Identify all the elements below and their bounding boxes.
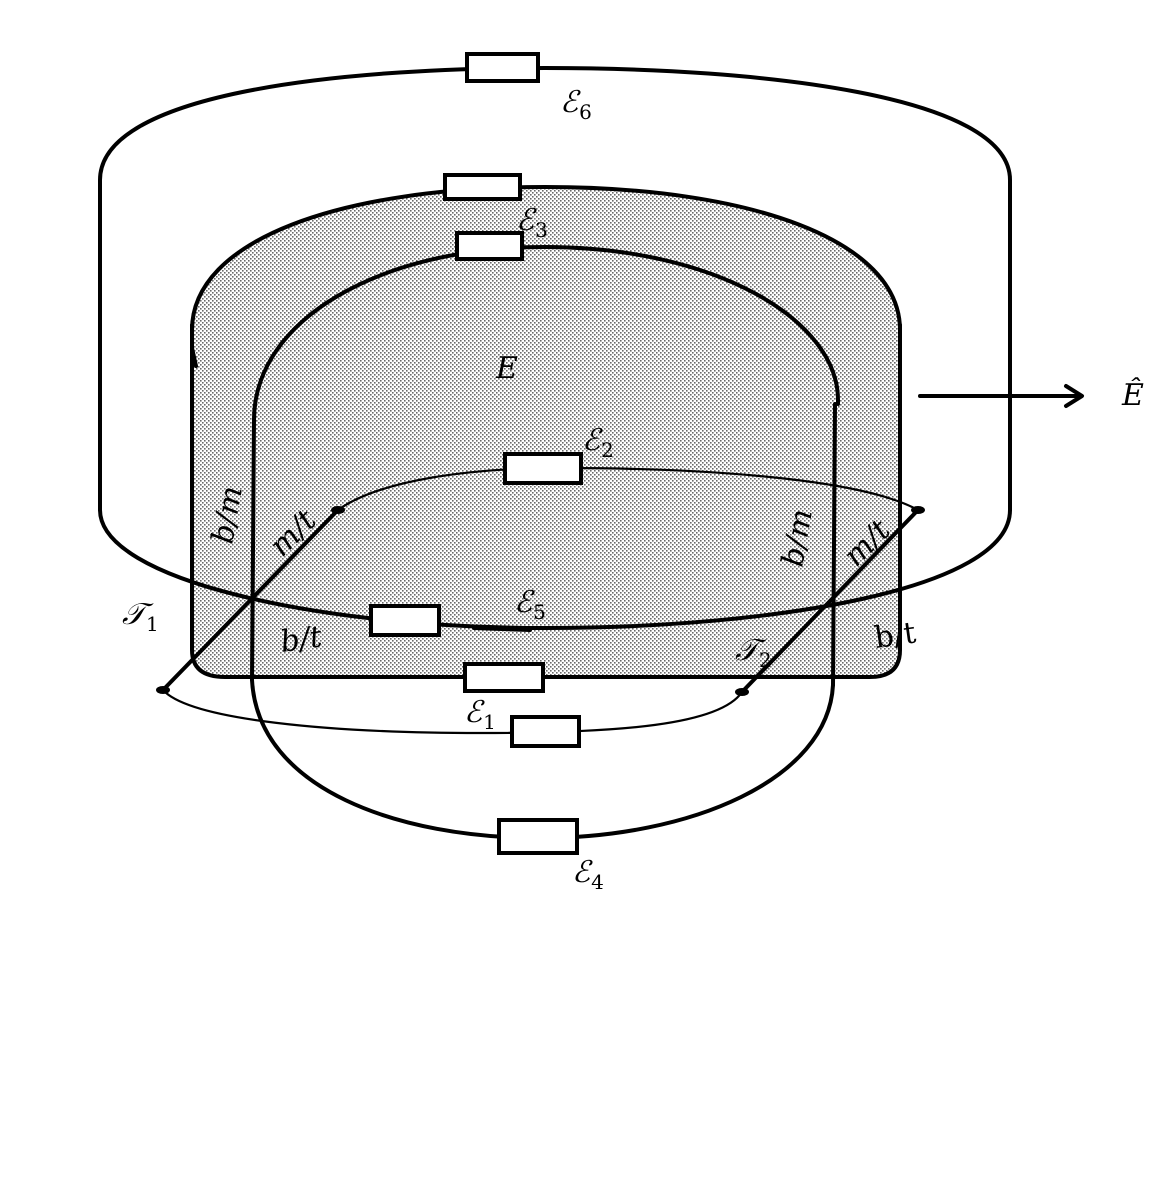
label-t1: 𝒯1 xyxy=(122,597,159,636)
shaded-region-e xyxy=(192,187,900,677)
box-e3-outer xyxy=(443,173,522,201)
inner-loop-right-side xyxy=(831,402,837,687)
box-e6 xyxy=(465,52,540,83)
label-e-hat: Ê xyxy=(1121,377,1144,413)
box-e5 xyxy=(369,604,441,637)
label-e1: ℰ1 xyxy=(464,695,496,734)
label-e: E xyxy=(495,351,518,386)
seam-right xyxy=(740,508,920,694)
inner-loop-bottom-e4 xyxy=(250,678,835,840)
label-bt-right: b/t xyxy=(872,616,918,656)
box-e1-lower xyxy=(510,715,581,748)
shaded-region-outline xyxy=(190,185,902,332)
label-e3: ℰ3 xyxy=(516,203,548,242)
seam-left-bottom-endpoint xyxy=(156,686,170,694)
seam-right-bottom-endpoint xyxy=(735,688,749,696)
label-e6: ℰ6 xyxy=(560,85,592,124)
label-e2: ℰ2 xyxy=(582,423,614,462)
inner-loop-top xyxy=(252,245,840,422)
label-e4: ℰ4 xyxy=(572,855,604,894)
seam-left xyxy=(161,508,340,692)
box-e1 xyxy=(463,662,545,693)
box-e2 xyxy=(503,452,583,485)
seam-left-top-endpoint xyxy=(331,506,345,514)
shaded-region-left-tick xyxy=(190,346,198,368)
box-e4 xyxy=(497,818,579,855)
band-bottom-ellipse-e1 xyxy=(161,688,744,735)
label-e5: ℰ5 xyxy=(514,585,546,624)
inner-loop-left-side xyxy=(250,418,256,682)
outer-loop-e6 xyxy=(98,66,1012,512)
seam-right-top-endpoint xyxy=(911,506,925,514)
box-e3-inner xyxy=(455,231,524,261)
outer-loop-bottom-arc xyxy=(98,508,1012,630)
arrow-head-icon xyxy=(1064,384,1084,408)
e5-arc-segment xyxy=(472,626,532,632)
label-bt-left: b/t xyxy=(278,619,325,660)
